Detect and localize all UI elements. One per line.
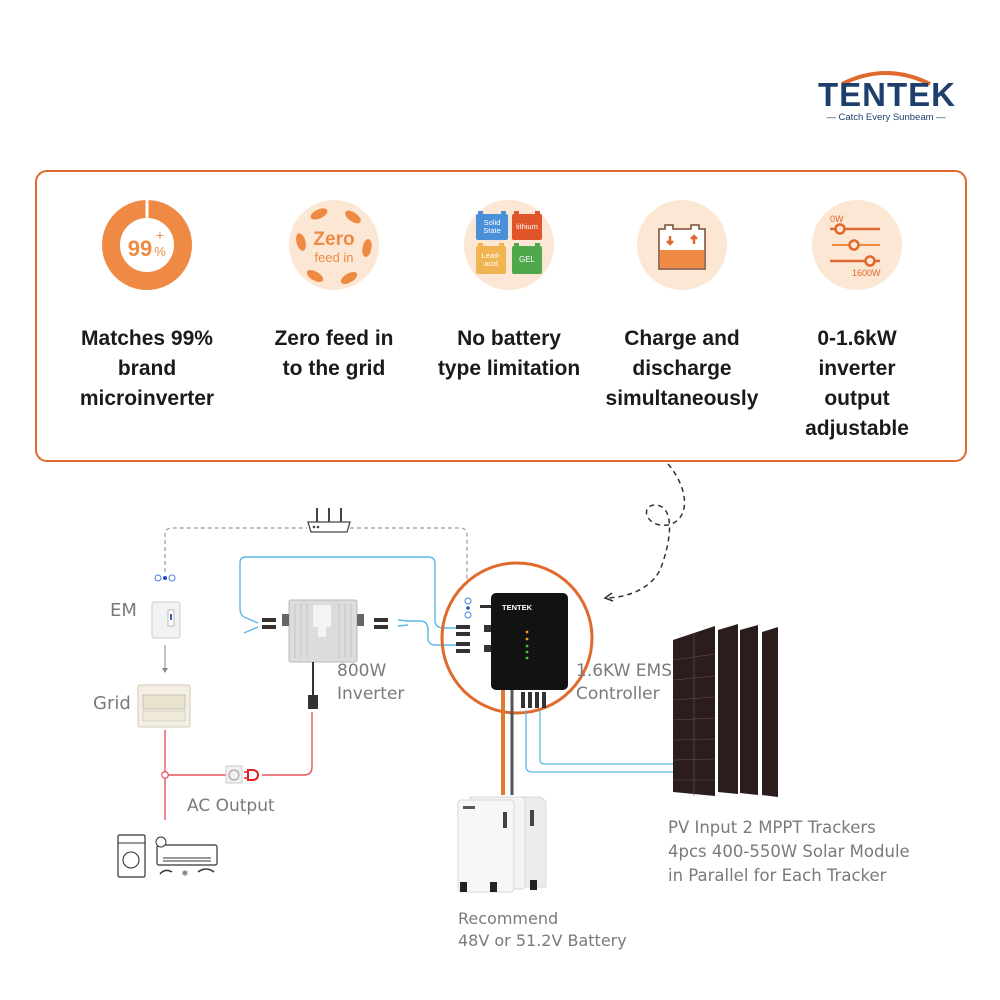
battery-type-lithium: lithium	[512, 211, 542, 240]
slider-max-label: 1600W	[852, 268, 881, 278]
battery-label: Recommend 48V or 51.2V Battery	[458, 908, 627, 952]
brand-logo: TENTEK — Catch Every Sunbeam —	[812, 62, 960, 124]
inverter-label-line: 800W	[337, 661, 387, 681]
svg-text:❄: ❄	[182, 869, 189, 878]
energy-meter-device	[151, 601, 181, 639]
feature-99-percent: 99 + % Matches 99% brand microinverter	[57, 200, 237, 414]
microinverter-device	[282, 599, 364, 663]
icon-text-zero: Zero	[313, 229, 354, 250]
wireless-signal-icon	[464, 597, 472, 619]
icon-text-percent: %	[154, 244, 166, 259]
pv-connectors	[521, 692, 546, 708]
feature-zero-feed-in: Zero feed in Zero feed in to the grid	[244, 200, 424, 384]
pv-line	[525, 710, 675, 773]
solar-panel-array	[672, 624, 778, 797]
pv-label-line: in Parallel for Each Tracker	[668, 866, 887, 885]
feature-label-line: Matches 99%	[81, 327, 213, 350]
battery-type-solid-state: Solid State	[476, 211, 508, 240]
controller-brand-text: TENTEK	[502, 603, 533, 612]
router-icon	[307, 508, 351, 533]
feature-charge-discharge: Charge and discharge simultaneously	[592, 200, 772, 414]
ac-connector	[308, 695, 318, 709]
inverter-label-line: Inverter	[337, 684, 405, 704]
feature-label-line: discharge	[632, 357, 732, 380]
pv-label-line: PV Input 2 MPPT Trackers	[668, 818, 876, 837]
feature-label: 0-1.6kW inverter output adjustable	[767, 324, 947, 444]
feature-label: No battery type limitation	[419, 324, 599, 384]
charge-discharge-battery-icon	[637, 200, 727, 290]
plug-icon	[244, 769, 259, 781]
controller-label-line: 1.6KW EMS	[576, 661, 672, 681]
feature-label-line: adjustable	[805, 417, 909, 440]
controller-label-line: Controller	[576, 684, 660, 704]
logo-arc-icon	[841, 71, 931, 86]
socket-icon	[225, 765, 243, 784]
controller-highlight-ring	[440, 561, 594, 715]
battery-types-icon: Solid State lithium Lead-acid GEL	[464, 200, 554, 290]
logo-wordmark: TENTEK	[818, 76, 956, 113]
battery-label-line: 48V or 51.2V Battery	[458, 931, 627, 950]
icon-text-plus: +	[156, 227, 164, 243]
inverter-label: 800W Inverter	[337, 660, 404, 706]
feature-label-line: output	[824, 387, 890, 410]
percent-ring-icon: 99 + %	[102, 200, 192, 290]
icon-text-feed-in: feed in	[314, 250, 353, 265]
icon-text-99: 99	[128, 236, 152, 261]
wireless-signal-icon	[154, 574, 176, 582]
battery-type-gel: GEL	[512, 243, 542, 274]
wifi-link	[164, 527, 468, 580]
washing-machine-icon	[117, 834, 146, 878]
feature-label-line: microinverter	[79, 387, 215, 410]
slider-min-label: 0W	[830, 214, 844, 224]
feature-output-adjustable: 0W 1600W 0-1.6kW inverter output adjusta…	[767, 200, 947, 444]
feature-label-line: simultaneously	[605, 387, 759, 410]
mc4-connectors	[262, 618, 470, 653]
feature-label-line: brand	[117, 357, 177, 380]
dc-line	[239, 556, 456, 634]
callout-arrow	[604, 463, 686, 599]
feature-label: Zero feed in to the grid	[244, 324, 424, 384]
controller-label: 1.6KW EMS Controller	[576, 660, 672, 706]
dc-line	[397, 619, 456, 646]
feature-label-line: type limitation	[437, 357, 581, 380]
zero-feed-leaves-icon: Zero feed in	[289, 200, 379, 290]
ems-controller-device: TENTEK	[480, 593, 568, 690]
features-panel: 99 + % Matches 99% brand microinverter	[35, 170, 967, 462]
feature-battery-types: Solid State lithium Lead-acid GEL No bat…	[419, 200, 599, 384]
feature-label-line: Charge and	[624, 327, 740, 350]
feature-label-line: inverter	[818, 357, 896, 380]
grid-label: Grid	[93, 693, 131, 714]
battery-pack	[457, 796, 547, 893]
grid-distribution-box	[137, 684, 191, 728]
em-label: EM	[110, 600, 137, 621]
battery-type-lead-acid: Lead-acid	[476, 243, 506, 274]
ac-output-label: AC Output	[187, 796, 275, 816]
pv-label-line: 4pcs 400-550W Solar Module	[668, 842, 910, 861]
power-slider-icon: 0W 1600W	[812, 200, 902, 290]
air-conditioner-icon: ❄	[155, 836, 218, 878]
logo-tagline: — Catch Every Sunbeam —	[826, 112, 946, 123]
feature-label-line: 0-1.6kW	[817, 327, 897, 350]
pv-input-label: PV Input 2 MPPT Trackers 4pcs 400-550W S…	[668, 816, 910, 888]
feature-label-line: Zero feed in	[274, 327, 394, 350]
feature-label-line: to the grid	[282, 357, 386, 380]
battery-label-line: Recommend	[458, 909, 559, 928]
feature-label: Matches 99% brand microinverter	[57, 324, 237, 414]
feature-label: Charge and discharge simultaneously	[592, 324, 772, 414]
feature-label-line: No battery	[457, 327, 561, 350]
